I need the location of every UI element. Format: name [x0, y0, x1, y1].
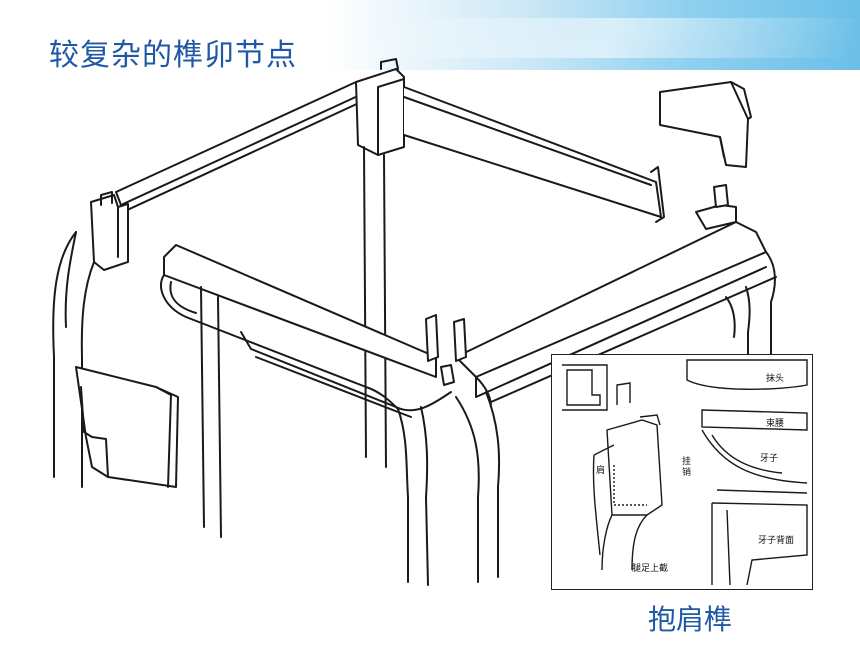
joint-detail-inset: 抹头 束腰 牙子 牙子背面 挂销 肩 腿足上截 [551, 354, 813, 590]
banner-streak [350, 18, 860, 58]
label-ya-zi: 牙子 [760, 454, 779, 464]
label-gua-xiao: 挂销 [682, 457, 692, 478]
page-title: 较复杂的榫卯节点 [49, 38, 297, 73]
label-ya-zi-bei-mian: 牙子背面 [758, 536, 795, 546]
joint-detail-drawing [562, 359, 808, 586]
header-banner [0, 0, 860, 70]
detail-caption: 抱肩榫 [648, 603, 733, 636]
table-frame-illustration [52, 58, 777, 586]
label-jian: 肩 [596, 466, 606, 476]
label-tui-zu-shang-jie: 腿足上截 [632, 564, 669, 574]
label-shu-yao: 束腰 [766, 419, 785, 429]
label-mo-tou: 抹头 [766, 374, 785, 384]
